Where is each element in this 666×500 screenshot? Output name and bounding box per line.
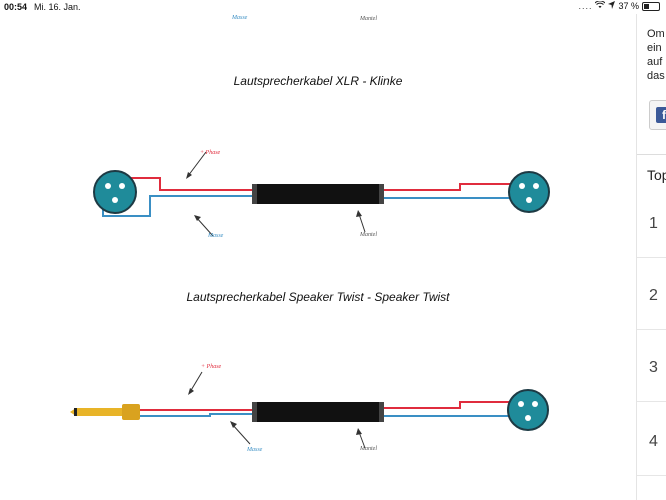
diagram1-xlr-klinke: [93, 151, 550, 237]
xlr-connector-right-2: [507, 389, 549, 431]
top-list-panel: Top 1 2 3 4: [637, 154, 666, 500]
sidebar-text-line: Om: [647, 28, 665, 40]
sidebar-text-line: ein: [647, 42, 662, 54]
masse-pointer-arrow: [195, 216, 214, 237]
wifi-icon: [595, 0, 606, 11]
rank-number[interactable]: 4: [649, 433, 658, 450]
diagram1-cable-body: [252, 184, 384, 204]
diagram2-cable-body: [252, 402, 384, 422]
facebook-share-button[interactable]: f: [649, 100, 666, 130]
right-sidebar: Om ein auf das f Top 1 2 3 4: [636, 14, 666, 500]
facebook-icon: f: [656, 107, 666, 123]
top-list-heading: Top: [647, 167, 666, 183]
status-bar: 00:54 Mi. 16. Jan. .... 37 %: [0, 0, 666, 14]
status-date: Mi. 16. Jan.: [34, 2, 81, 12]
diagram2-masse-label: Masse: [247, 447, 263, 453]
masse-pointer-arrow-2: [231, 423, 251, 445]
masse-wire-left-2: [140, 413, 255, 417]
jack-plug-sleeve: [122, 404, 140, 420]
mantel-pointer-arrow: [358, 213, 366, 233]
article-content: Masse Mantel Lautsprecherkabel XLR - Kli…: [0, 14, 636, 500]
phase-wire-right-2: [384, 401, 512, 409]
rank-divider: [637, 475, 666, 476]
phase-wire-left: [110, 177, 255, 191]
mantel-pointer-arrow-2: [358, 431, 366, 449]
battery-percent: 37 %: [618, 1, 639, 11]
rank-number[interactable]: 1: [649, 215, 658, 232]
jack-plug-tip: [70, 408, 122, 416]
rank-number[interactable]: 2: [649, 287, 658, 304]
rank-number[interactable]: 3: [649, 359, 658, 376]
battery-icon: [642, 1, 660, 11]
xlr-connector-right: [508, 171, 550, 213]
diagram2-mantel-label: Mantel: [360, 446, 377, 452]
sidebar-text-line: auf: [647, 56, 663, 68]
diagram2-title: Lautsprecherkabel Speaker Twist - Speake…: [186, 290, 450, 304]
rank-divider: [637, 401, 666, 402]
top-mantel-label: Mantel: [360, 16, 377, 22]
rank-divider: [637, 257, 666, 258]
diagram2-phase-label: + Phase: [201, 364, 222, 370]
phase-pointer-arrow: [187, 151, 207, 177]
phase-pointer-arrow-2: [189, 371, 203, 393]
diagram1-mantel-label: Mantel: [360, 232, 377, 238]
xlr-connector-left: [93, 170, 137, 214]
diagram2-speaker-twist: [70, 371, 549, 449]
phase-wire-right: [384, 183, 512, 191]
top-masse-label: Masse: [232, 15, 248, 21]
sidebar-text-line: das: [647, 70, 665, 82]
battery-fill: [644, 3, 649, 9]
rank-divider: [637, 329, 666, 330]
location-arrow-icon: [608, 1, 616, 11]
signal-dots-icon: ....: [578, 1, 593, 11]
diagram1-phase-label: + Phase: [200, 150, 221, 156]
status-time: 00:54: [4, 2, 28, 12]
diagram1-title: Lautsprecherkabel XLR - Klinke: [233, 74, 403, 88]
diagram1-masse-label: Masse: [208, 233, 224, 239]
status-right-group: .... 37 %: [578, 0, 660, 11]
